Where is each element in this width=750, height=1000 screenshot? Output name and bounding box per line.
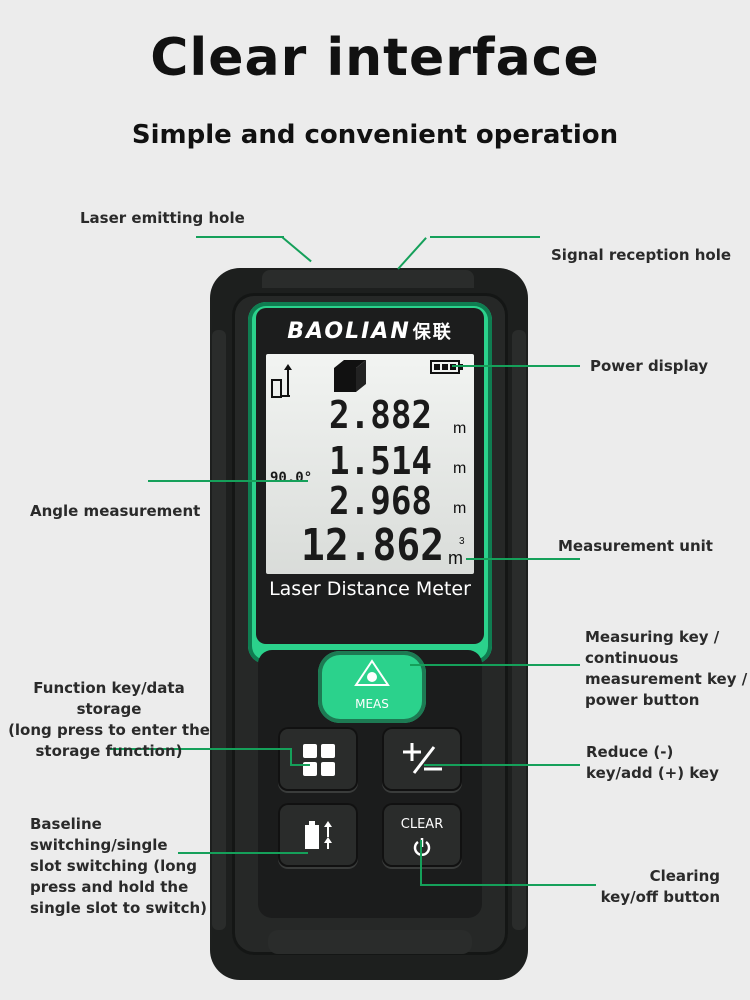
callout-measuring-key-line1: Measuring key / (585, 628, 720, 646)
meas-button[interactable] (318, 651, 426, 723)
lcd-display (266, 354, 474, 574)
baseline-button[interactable] (278, 803, 358, 867)
callout-baseline: Baseline switching/single slot switching… (30, 814, 207, 919)
callout-power-display: Power display (590, 357, 709, 375)
callout-function-key-line3: storage function) (35, 742, 183, 760)
page-subtitle: Simple and convenient operation (131, 120, 619, 150)
product-name: Laser Distance Meter (269, 578, 471, 600)
reading-1-unit: m (453, 420, 467, 437)
callout-baseline-line1: Baseline (30, 815, 102, 833)
laser-triangle-icon (354, 659, 390, 686)
brand-name: BAOLIAN (287, 319, 411, 344)
reading-total-unit: m (448, 548, 463, 568)
line-function-h2 (290, 764, 310, 766)
clear-button[interactable]: CLEAR (382, 803, 462, 867)
callout-function-key-line2: (long press to enter the (8, 721, 210, 739)
callout-clearing-line2: key/off button (600, 888, 720, 906)
line-laser-h (196, 236, 284, 238)
line-power (452, 365, 580, 367)
callout-function-key: Function key/data storage (long press to… (4, 678, 214, 762)
angle-readout: 90.0° (270, 470, 313, 486)
line-signal-h (430, 236, 540, 238)
callout-reduce-key-line1: Reduce (-) (586, 743, 674, 761)
volume-cube-icon (334, 360, 366, 392)
line-laser-diag (281, 236, 312, 263)
reading-2-unit: m (453, 460, 467, 477)
callout-function-key-line1: Function key/data storage (33, 679, 185, 718)
callout-measuring-key: Measuring key / continuous measurement k… (585, 627, 747, 711)
callout-laser-hole: Laser emitting hole (80, 209, 245, 227)
plus-minus-icon (403, 743, 442, 774)
callout-baseline-line4: press and hold the (30, 878, 189, 896)
clear-button-label: CLEAR (400, 817, 444, 832)
callout-clearing-line1: Clearing (649, 867, 720, 885)
battery-icon (430, 360, 463, 374)
line-signal-diag (397, 237, 427, 270)
top-bumper (262, 270, 474, 288)
line-clear-h (420, 884, 596, 886)
reading-total-exponent: 3 (459, 536, 465, 547)
line-reduce (424, 764, 580, 766)
reading-total: 12.862 (301, 520, 445, 571)
reading-1: 2.882 (329, 393, 432, 437)
line-baseline (178, 852, 308, 854)
callout-reduce-key: Reduce (-) key/add (+) key (586, 742, 719, 784)
callout-measuring-key-line4: power button (585, 691, 700, 709)
callout-baseline-line5: single slot to switch) (30, 899, 208, 917)
line-clear-v (420, 840, 422, 886)
baseline-rear-icon (271, 364, 292, 398)
grid-icon (303, 744, 335, 776)
reading-2: 1.514 (329, 439, 432, 483)
meas-button-label: MEAS (355, 697, 389, 711)
reading-3: 2.968 (329, 479, 432, 523)
callout-reduce-key-line2: key/add (+) key (586, 764, 719, 782)
callout-measuring-key-line3: measurement key / (585, 670, 748, 688)
page-title: Clear interface (150, 28, 600, 88)
power-icon (413, 838, 431, 856)
callout-angle: Angle measurement (30, 502, 201, 520)
left-grip (212, 330, 226, 930)
callout-signal-hole: Signal reception hole (551, 246, 732, 264)
plus-minus-button[interactable] (382, 727, 462, 791)
callout-baseline-line2: switching/single (30, 836, 168, 854)
callout-measuring-key-line2: continuous (585, 649, 679, 667)
bottom-bumper (268, 930, 472, 954)
callout-unit: Measurement unit (558, 537, 713, 555)
right-grip (512, 330, 526, 930)
line-unit (466, 558, 580, 560)
callout-clearing: Clearing key/off button (600, 866, 720, 908)
line-function-h (110, 748, 292, 750)
reading-3-unit: m (453, 500, 467, 517)
brand-name-cn: 保联 (412, 322, 453, 343)
line-meas (410, 664, 580, 666)
callout-baseline-line3: slot switching (long (30, 857, 197, 875)
line-function-v (290, 748, 292, 766)
baseline-switch-icon (305, 821, 332, 849)
line-angle (148, 480, 308, 482)
